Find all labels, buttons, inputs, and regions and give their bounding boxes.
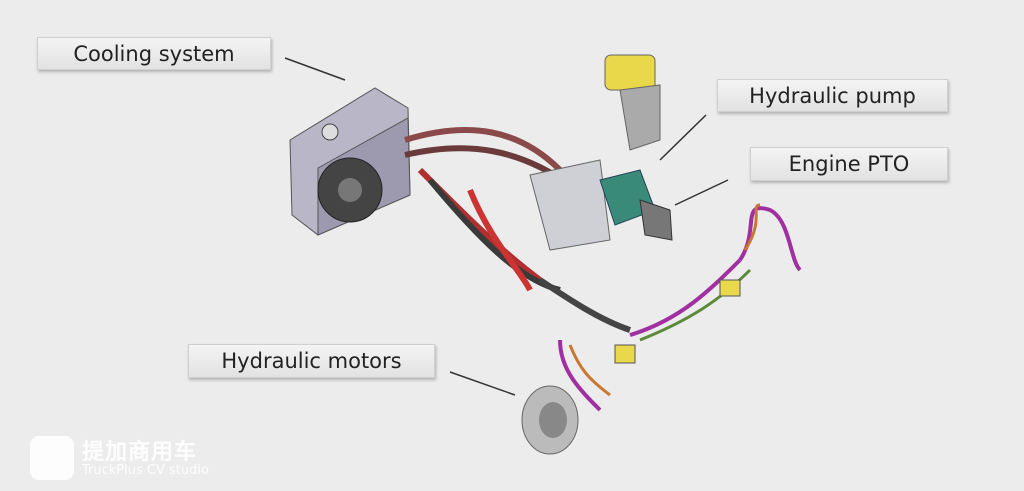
cooling-unit: [289, 87, 411, 236]
label-hydraulic-motors: Hydraulic motors: [188, 344, 435, 378]
watermark-en: TruckPlus CV studio: [82, 463, 209, 478]
leader-pto: [674, 179, 729, 206]
leader-cooling: [284, 57, 346, 81]
watermark-cn: 提加商用车: [82, 440, 198, 465]
leader-lines: [284, 57, 729, 396]
watermark-logo-icon: [30, 436, 74, 480]
leader-motors: [449, 371, 516, 396]
engine-pto: [599, 169, 673, 241]
leader-pump: [659, 114, 707, 161]
hoses: [404, 127, 802, 412]
label-cooling-system: Cooling system: [37, 37, 271, 70]
label-hydraulic-pump: Hydraulic pump: [717, 79, 948, 112]
hydraulic-motor: [521, 279, 741, 455]
pump-assembly: [529, 54, 661, 251]
label-engine-pto: Engine PTO: [750, 147, 948, 181]
